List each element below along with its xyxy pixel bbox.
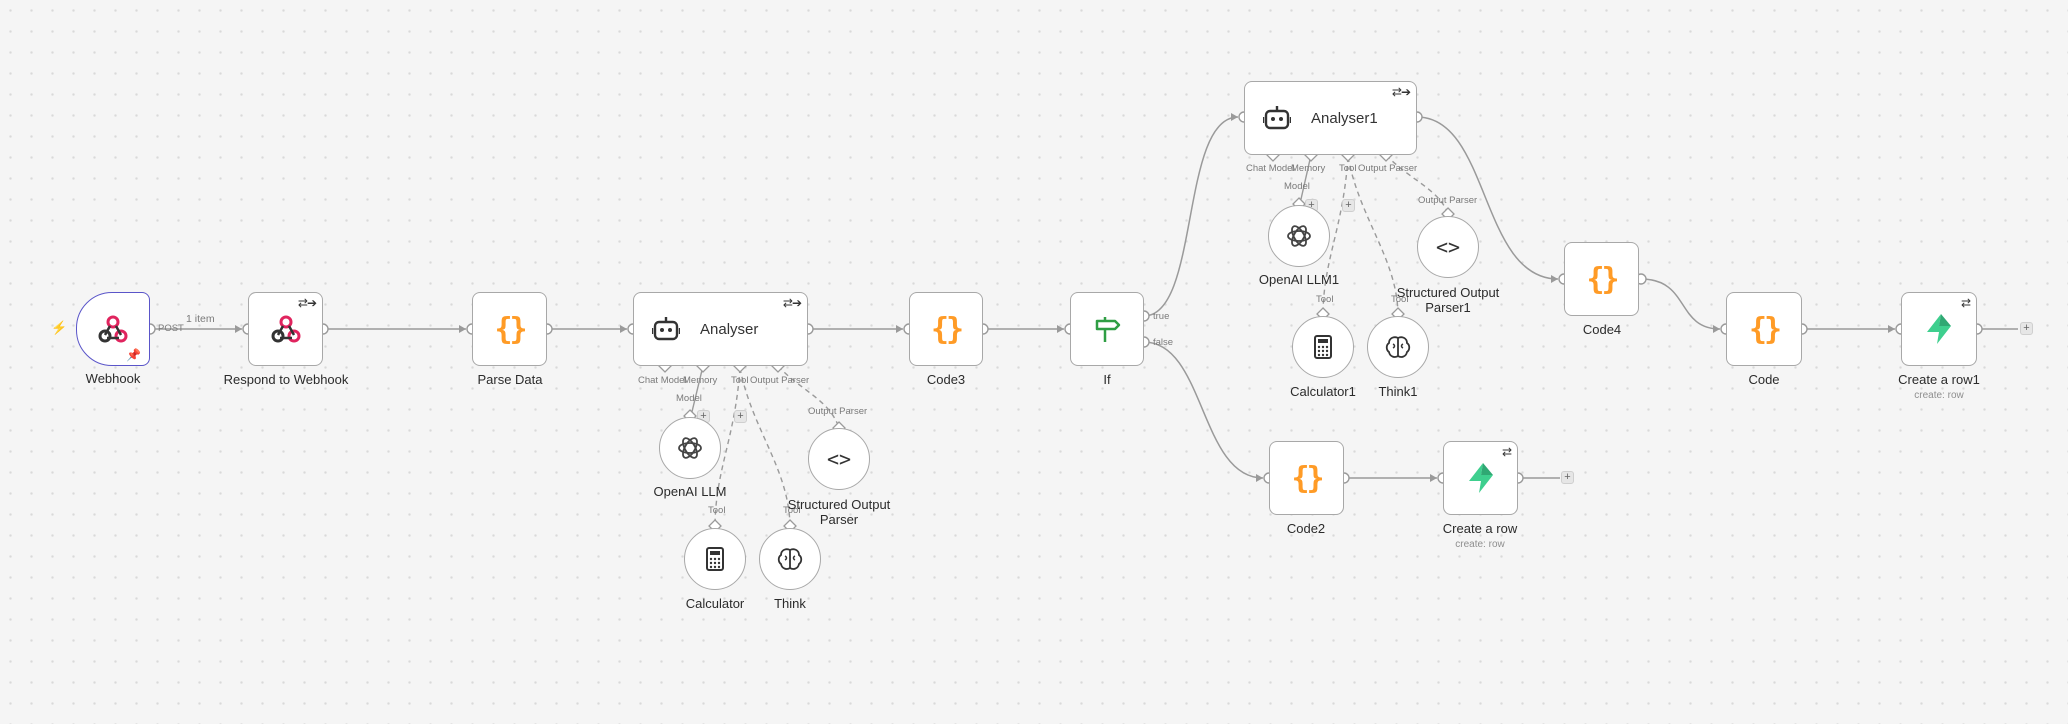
node-label: If [1103,372,1111,387]
add-tool-button[interactable]: + [734,410,747,423]
node-label: Code2 [1286,521,1326,536]
subnode-think[interactable] [759,528,821,590]
port-model-label: Model [676,393,702,404]
code-braces-icon: {} [494,311,527,347]
node-code[interactable]: {} [1726,292,1802,366]
items-count-label: 1 item [186,313,215,325]
node-code4[interactable]: {} [1564,242,1639,316]
subnode-label: Calculator [685,596,745,611]
node-label: Create a row [1442,521,1518,536]
brain-icon [1385,336,1411,358]
add-node-button[interactable]: + [1561,471,1574,484]
subnode-label: OpenAI LLM [653,484,727,499]
port-output-parser: Output Parser [750,375,810,386]
calculator-icon [706,547,724,571]
node-title: Analyser1 [1311,109,1378,127]
robot-icon [1263,106,1291,130]
code-brackets-icon: <> [1435,235,1461,259]
subnode-structured-output-parser[interactable]: <> [808,428,870,490]
subnode-structured-output-parser1[interactable]: <> [1417,216,1479,278]
port-tool: Tool [731,375,749,386]
subnode-label: Structured Output Parser1 [1396,285,1500,315]
add-tool-button[interactable]: + [1342,199,1355,212]
subnode-openai-llm1[interactable] [1268,205,1330,267]
node-label: Create a row1 [1898,372,1980,387]
subnode-label: Calculator1 [1290,384,1356,399]
port-output-parser-label: Output Parser [1418,195,1478,206]
brain-icon [777,548,803,570]
node-respond-to-webhook[interactable]: ⇄➔ [248,292,323,366]
port-output-parser-label: Output Parser [808,406,868,417]
loop-arrow-icon: ⇄➔ [297,296,317,310]
node-code3[interactable]: {} [909,292,983,366]
subnode-calculator[interactable] [684,528,746,590]
pin-icon[interactable]: 📌 [126,348,141,362]
robot-icon [652,317,680,341]
subnode-label: Think [774,596,806,611]
subnode-label: Structured Output Parser [787,497,891,527]
calculator-icon [1314,335,1332,359]
subnode-label: OpenAI LLM1 [1258,272,1340,287]
openai-icon [678,437,702,459]
node-subtitle: create: row [1455,539,1505,550]
node-if[interactable] [1070,292,1144,366]
port-output-parser: Output Parser [1358,163,1418,174]
node-subtitle: create: row [1914,390,1964,401]
port-tool-label: Tool [1391,294,1409,305]
code-braces-icon: {} [1748,311,1782,347]
trigger-bolt-icon: ⚡ [51,320,68,335]
node-analyser1[interactable]: Analyser1 ⇄➔ [1244,81,1417,155]
port-tool-label: Tool [708,505,726,516]
port-tool-label: Tool [783,505,801,516]
code-braces-icon: {} [1586,261,1619,297]
node-parse-data[interactable]: {} [472,292,547,366]
node-create-a-row[interactable]: ⇄ [1443,441,1518,515]
node-label: Respond to Webhook [223,372,349,387]
loop-icon: ⇄ [1960,296,1971,310]
node-title: Analyser [700,320,759,338]
node-label: Parse Data [477,372,543,387]
node-label: Code4 [1582,322,1622,337]
subnode-label: Think1 [1378,384,1418,399]
port-memory: Memory [683,375,718,386]
port-tool: Tool [1339,163,1357,174]
code-braces-icon: {} [1291,460,1324,496]
supabase-icon [1468,463,1493,493]
node-analyser[interactable]: Analyser ⇄➔ [633,292,808,366]
add-node-button[interactable]: + [2020,322,2033,335]
webhook-icon [271,315,300,343]
openai-icon [1287,225,1311,247]
branch-true-label: true [1153,311,1170,322]
node-label: Code [1748,372,1780,387]
edge-label-method: POST [158,323,184,334]
branch-false-label: false [1153,337,1174,348]
node-code2[interactable]: {} [1269,441,1344,515]
port-model-label: Model [1284,181,1310,192]
connection [1143,341,1264,479]
port-chat-model: Chat Model [1246,163,1295,174]
port-chat-model: Chat Model [638,375,687,386]
supabase-icon [1927,314,1951,344]
port-tool-label: Tool [1316,294,1334,305]
webhook-icon [98,315,128,343]
code-braces-icon: {} [930,311,964,347]
code-brackets-icon: <> [826,447,852,471]
subnode-openai-llm[interactable] [659,417,721,479]
node-label: Webhook [85,371,141,386]
loop-icon: ⇄ [1501,445,1512,459]
loop-arrow-icon: ⇄➔ [1391,85,1411,99]
node-webhook[interactable]: 📌 [76,292,150,366]
loop-arrow-icon: ⇄➔ [782,296,802,310]
node-label: Code3 [926,372,966,387]
subnode-think1[interactable] [1367,316,1429,378]
node-create-a-row1[interactable]: ⇄ [1901,292,1977,366]
signpost-icon [1095,317,1121,342]
port-memory: Memory [1291,163,1326,174]
subnode-calculator1[interactable] [1292,316,1354,378]
